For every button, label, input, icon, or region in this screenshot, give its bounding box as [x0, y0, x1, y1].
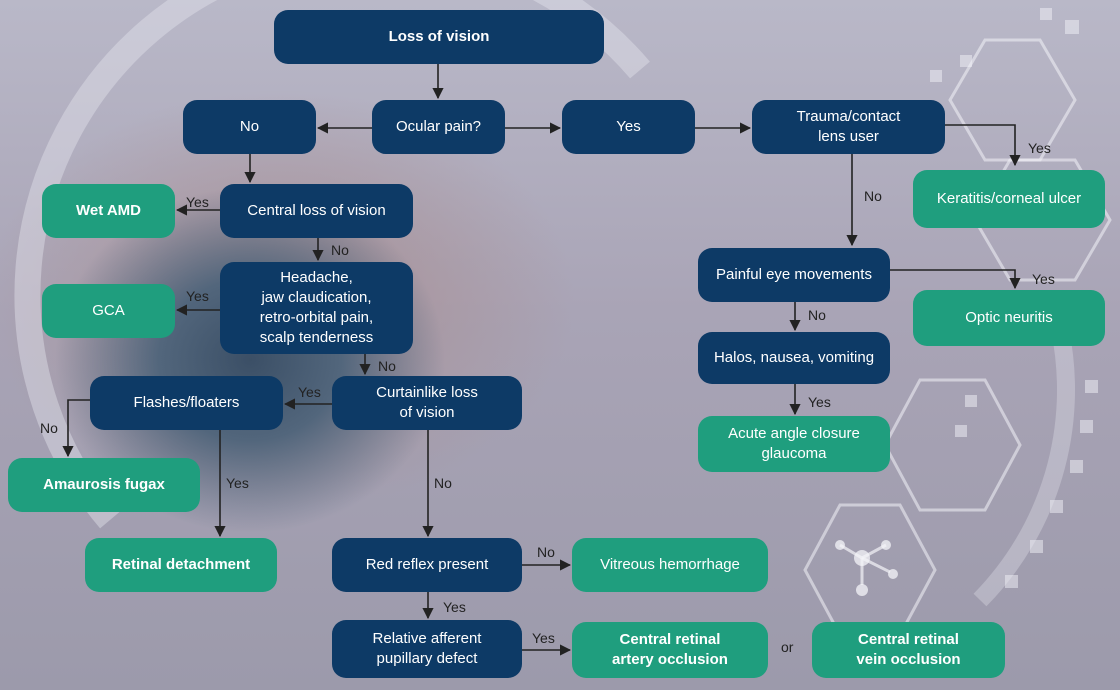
edge-label-no: No: [808, 307, 826, 323]
diagnosis-optic-neuritis: Optic neuritis: [913, 290, 1105, 346]
diagnosis-amaurosis-fugax: Amaurosis fugax: [8, 458, 200, 512]
node-curtainlike-loss: Curtainlike loss of vision: [332, 376, 522, 430]
edge-label-yes: Yes: [186, 288, 209, 304]
node-no-ocular-pain: No: [183, 100, 316, 154]
edge-label-no: No: [331, 242, 349, 258]
edge-label-or: or: [781, 639, 794, 655]
edge-label-yes: Yes: [443, 599, 466, 615]
edge-label-yes: Yes: [226, 475, 249, 491]
diagnosis-crao: Central retinal artery occlusion: [572, 622, 768, 678]
edge-label-yes: Yes: [186, 194, 209, 210]
node-trauma-contact-lens: Trauma/contact lens user: [752, 100, 945, 154]
node-yes-ocular-pain: Yes: [562, 100, 695, 154]
edge-label-no: No: [537, 544, 555, 560]
diagnosis-acute-angle-glaucoma: Acute angle closure glaucoma: [698, 416, 890, 472]
edge-label-no: No: [40, 420, 58, 436]
edge-label-no: No: [434, 475, 452, 491]
node-flashes-floaters: Flashes/floaters: [90, 376, 283, 430]
edge-label-yes: Yes: [1028, 140, 1051, 156]
node-headache-symptoms: Headache, jaw claudication, retro-orbita…: [220, 262, 413, 354]
node-painful-eye-movements: Painful eye movements: [698, 248, 890, 302]
node-central-loss: Central loss of vision: [220, 184, 413, 238]
node-ocular-pain: Ocular pain?: [372, 100, 505, 154]
diagnosis-keratitis: Keratitis/corneal ulcer: [913, 170, 1105, 228]
edge-label-no: No: [864, 188, 882, 204]
node-halos-nausea: Halos, nausea, vomiting: [698, 332, 890, 384]
edge-label-yes: Yes: [298, 384, 321, 400]
diagnosis-wet-amd: Wet AMD: [42, 184, 175, 238]
diagnosis-gca: GCA: [42, 284, 175, 338]
edge-label-yes: Yes: [808, 394, 831, 410]
edge-label-yes: Yes: [1032, 271, 1055, 287]
edge-label-yes: Yes: [532, 630, 555, 646]
diagnosis-vitreous-hemorrhage: Vitreous hemorrhage: [572, 538, 768, 592]
node-loss-of-vision: Loss of vision: [274, 10, 604, 64]
node-red-reflex: Red reflex present: [332, 538, 522, 592]
node-rapd: Relative afferent pupillary defect: [332, 620, 522, 678]
diagnosis-retinal-detachment: Retinal detachment: [85, 538, 277, 592]
diagnosis-crvo: Central retinal vein occlusion: [812, 622, 1005, 678]
edge-label-no: No: [378, 358, 396, 374]
